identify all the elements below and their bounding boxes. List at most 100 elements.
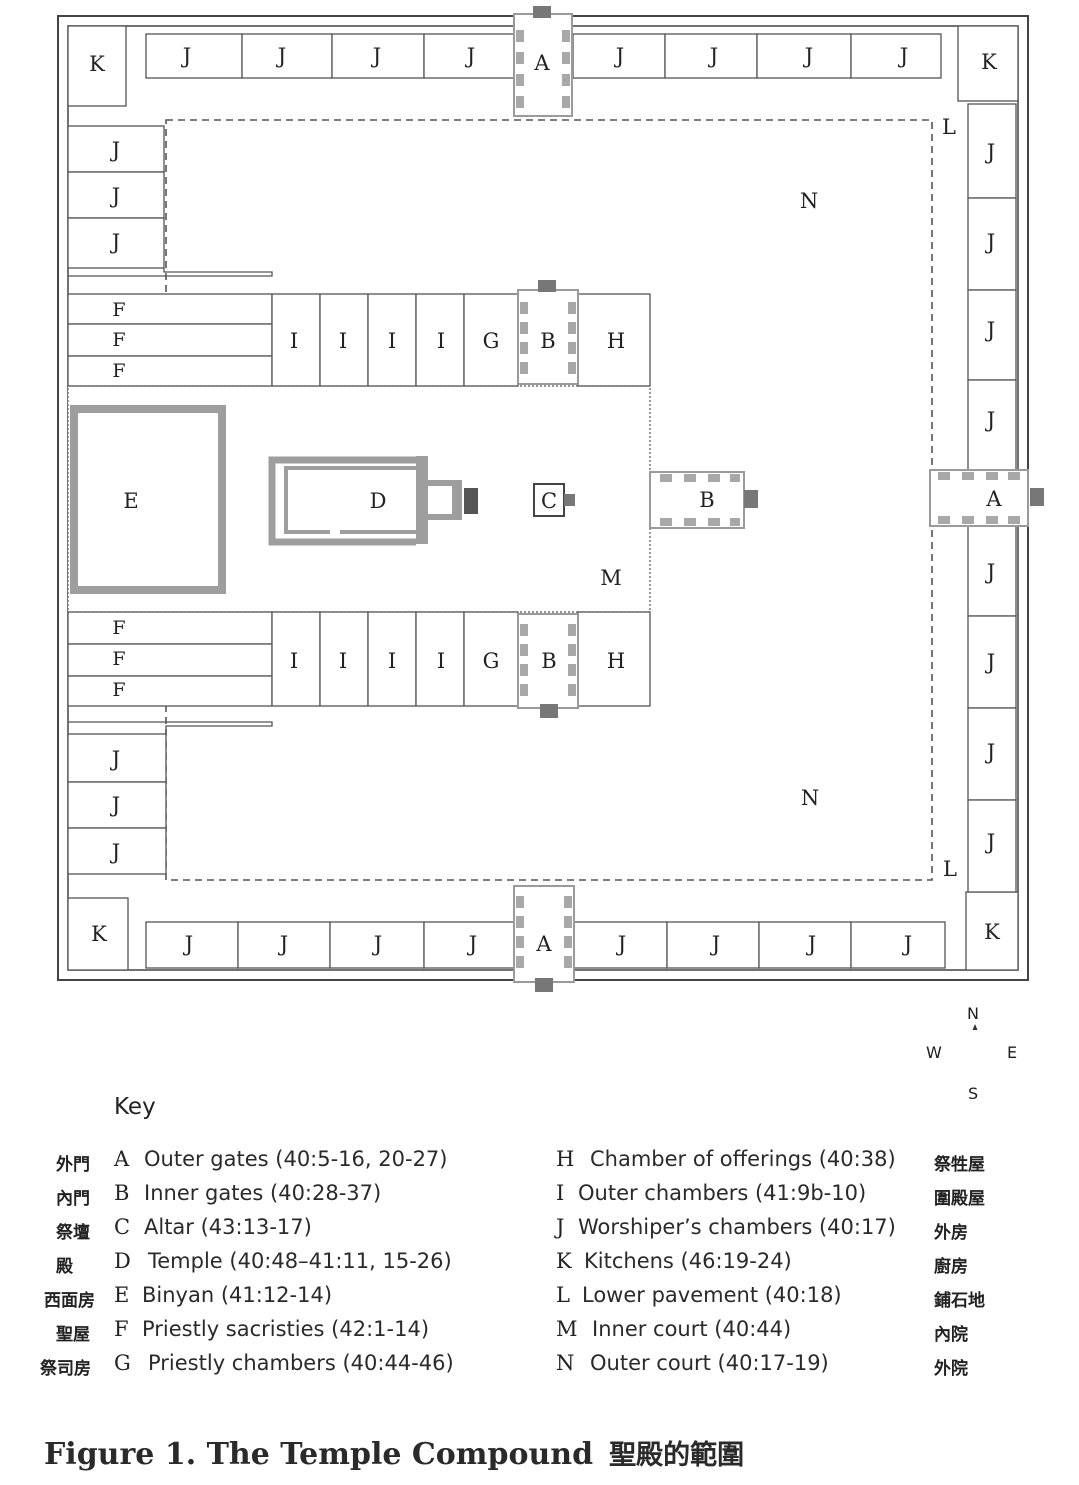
label-a-south: A	[535, 932, 552, 956]
label-i: I	[388, 329, 396, 353]
label-f: F	[112, 679, 125, 701]
key-letter: M	[556, 1317, 578, 1341]
key-cn: 外院	[934, 1359, 968, 1379]
key-title: Key	[114, 1094, 156, 1120]
label-n-north: N	[800, 189, 818, 213]
kitchen-ne	[957, 25, 1019, 102]
label-m: M	[600, 566, 622, 590]
key-left-column: 外門 A Outer gates (40:5-16, 20-27) 內門 B I…	[0, 1146, 520, 1384]
south-inner-chambers	[271, 611, 651, 707]
key-row-b: 內門 B Inner gates (40:28-37)	[0, 1180, 520, 1214]
key-text: Inner court (40:44)	[592, 1317, 792, 1341]
key-letter: K	[556, 1249, 572, 1273]
key-text: Outer court (40:17-19)	[590, 1351, 829, 1375]
label-k-nw: K	[89, 52, 105, 76]
key-row-i: I Outer chambers (41:9b-10) 圍殿屋	[540, 1180, 1070, 1214]
label-b-east: B	[699, 488, 714, 512]
gate-north-inner	[517, 280, 579, 385]
key-cn: 內院	[934, 1325, 968, 1345]
gate-south-outer	[513, 885, 575, 992]
west-chambers-south	[67, 721, 273, 875]
south-sacristies	[67, 611, 273, 707]
label-d: D	[370, 489, 387, 513]
key-row-k: K Kitchens (46:19-24) 廚房	[540, 1248, 1070, 1282]
key-letter: E	[114, 1283, 130, 1307]
key-text: Temple (40:48–41:11, 15-26)	[148, 1249, 452, 1273]
kitchen-se	[965, 891, 1019, 971]
compass-s: S	[968, 1084, 979, 1103]
kitchen-sw	[67, 897, 129, 971]
key-row-e: 西面房 E Binyan (41:12-14)	[0, 1282, 520, 1316]
key-row-c: 祭壇 C Altar (43:13-17)	[0, 1214, 520, 1248]
key-cn: 殿	[56, 1257, 73, 1277]
north-chambers-row	[145, 33, 942, 79]
key-row-d: 殿 D Temple (40:48–41:11, 15-26)	[0, 1248, 520, 1282]
label-j: J	[110, 230, 120, 254]
north-inner-chambers	[271, 293, 651, 387]
label-c: C	[541, 489, 557, 513]
label-j: J	[110, 793, 120, 817]
label-f: F	[112, 299, 125, 321]
label-j: J	[110, 138, 120, 162]
key-letter: L	[556, 1283, 570, 1307]
key-letter: J	[556, 1215, 565, 1239]
label-j: J	[465, 44, 475, 68]
caption-english: Figure 1. The Temple Compound	[44, 1437, 594, 1472]
key-row-n: N Outer court (40:17-19) 外院	[540, 1350, 1070, 1384]
key-letter: G	[114, 1351, 131, 1375]
label-j: J	[110, 184, 120, 208]
label-i: I	[437, 649, 445, 673]
label-e: E	[123, 489, 138, 513]
key-row-m: M Inner court (40:44) 內院	[540, 1316, 1070, 1350]
key-text: Worshiper’s chambers (40:17)	[578, 1215, 896, 1239]
compass-rose	[972, 1024, 978, 1030]
label-j: J	[467, 932, 477, 956]
label-h: H	[607, 329, 625, 353]
binyan	[70, 405, 226, 594]
east-chambers-column	[967, 103, 1017, 893]
label-j: J	[985, 318, 995, 342]
label-h: H	[607, 649, 625, 673]
gate-south-inner	[517, 613, 579, 718]
label-j: J	[616, 932, 626, 956]
compass-e: E	[1007, 1043, 1018, 1062]
label-j: J	[372, 932, 382, 956]
label-a-north: A	[533, 51, 550, 75]
compass-w: W	[926, 1043, 942, 1062]
key-text: Chamber of offerings (40:38)	[590, 1147, 896, 1171]
key-cn: 祭牲屋	[934, 1155, 985, 1175]
key-cn: 鋪石地	[934, 1291, 985, 1311]
label-f: F	[112, 648, 125, 670]
key-letter: C	[114, 1215, 131, 1239]
key-row-a: 外門 A Outer gates (40:5-16, 20-27)	[0, 1146, 520, 1180]
label-i: I	[290, 329, 298, 353]
key-row-l: L Lower pavement (40:18) 鋪石地	[540, 1282, 1070, 1316]
key-cn: 廚房	[934, 1257, 968, 1277]
label-i: I	[290, 649, 298, 673]
figure-caption: Figure 1. The Temple Compound 聖殿的範圍	[44, 1433, 744, 1472]
caption-chinese: 聖殿的範圍	[609, 1440, 745, 1471]
key-cn: 聖屋	[56, 1325, 90, 1345]
label-a-east: A	[985, 487, 1002, 511]
key-row-f: 聖屋 F Priestly sacristies (42:1-14)	[0, 1316, 520, 1350]
label-b-north: B	[540, 329, 555, 353]
label-f: F	[112, 329, 125, 351]
label-k-sw: K	[91, 922, 107, 946]
label-f: F	[112, 360, 125, 382]
plan-labels: K K K K J J J J J J J J J J J J J J J J …	[89, 44, 1002, 956]
key-row-j: J Worshiper’s chambers (40:17) 外房	[540, 1214, 1070, 1248]
label-k-se: K	[984, 920, 1000, 944]
key-text: Kitchens (46:19-24)	[584, 1249, 792, 1273]
label-i: I	[339, 649, 347, 673]
altar-step	[564, 494, 575, 506]
label-i: I	[339, 329, 347, 353]
key-letter: N	[556, 1351, 575, 1375]
altar	[533, 483, 565, 517]
key-text: Priestly sacristies (42:1-14)	[142, 1317, 430, 1341]
label-k-ne: K	[981, 50, 997, 74]
label-j: J	[110, 747, 120, 771]
key-cn: 外門	[56, 1155, 90, 1175]
label-j: J	[985, 560, 995, 584]
key-text: Outer chambers (41:9b-10)	[578, 1181, 867, 1205]
label-n-south: N	[801, 786, 819, 810]
